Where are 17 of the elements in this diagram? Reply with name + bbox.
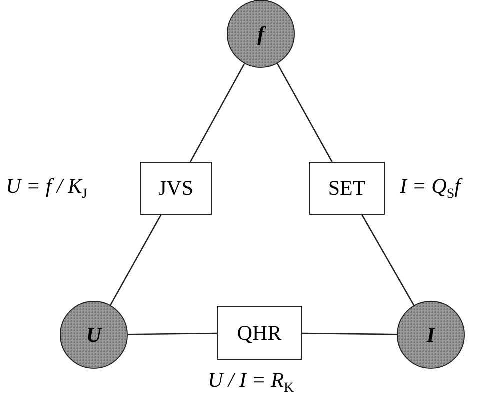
node-label: SET [328, 176, 366, 201]
standard-box [309, 162, 385, 215]
equation: U / I = R$_{K}$ [208, 368, 294, 398]
node-label: U [86, 322, 102, 348]
standard-box [217, 306, 302, 360]
connector-line [190, 63, 246, 162]
node-label: I [426, 322, 436, 348]
connector-line [110, 214, 162, 306]
equation: U = f / K$_{J}$ [6, 174, 88, 204]
connector-line [362, 214, 415, 306]
node-label: QHR [237, 320, 282, 346]
connector-line [276, 63, 333, 162]
equation: I = Q$_{S}$f [400, 174, 460, 204]
node-label: JVS [158, 176, 194, 201]
connector-line [302, 332, 397, 336]
standard-box [140, 162, 212, 215]
node-label: f [258, 22, 264, 46]
